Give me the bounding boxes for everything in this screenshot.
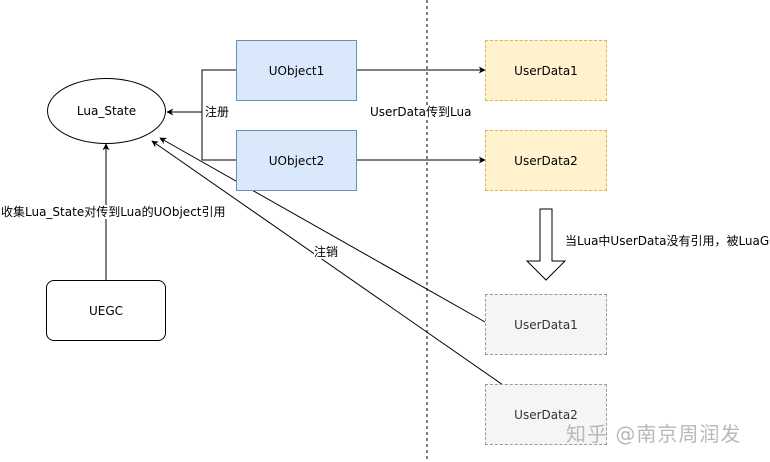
lua-state-node: Lua_State bbox=[47, 78, 166, 144]
uegc-node: UEGC bbox=[46, 280, 166, 341]
arrow-unregister-2 bbox=[151, 140, 504, 386]
unregister-label: 注销 bbox=[314, 245, 339, 259]
watermark: 知乎 @南京周润发 bbox=[566, 422, 742, 446]
userdata1-gc-node: UserData1 bbox=[485, 294, 607, 355]
register-label: 注册 bbox=[205, 105, 230, 119]
uobject1-node: UObject1 bbox=[236, 40, 357, 101]
gc-note-label: 当Lua中UserData没有引用，被LuaGC bbox=[565, 234, 770, 248]
userdata1-node: UserData1 bbox=[485, 40, 607, 101]
uobject2-node: UObject2 bbox=[236, 130, 357, 191]
collect-label: 收集Lua_State对传到Lua的UObject引用 bbox=[1, 205, 226, 219]
userdata2-node: UserData2 bbox=[485, 130, 607, 191]
userdata-to-lua-label: UserData传到Lua bbox=[370, 105, 472, 119]
register-connector bbox=[201, 69, 236, 161]
arrow-unregister-1 bbox=[159, 137, 486, 323]
userdata2-gc-node: UserData2 bbox=[485, 384, 607, 445]
gc-transition-arrow bbox=[525, 208, 567, 281]
